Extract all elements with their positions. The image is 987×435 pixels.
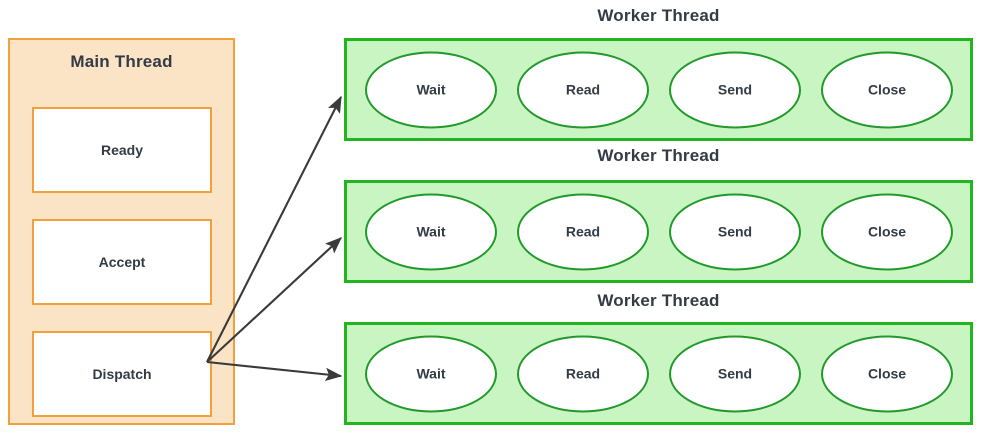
worker-stage-read[interactable]: Read [517,335,649,412]
stage-label: Wait [416,365,446,382]
stage-label: Read [565,81,601,98]
main-thread-state-accept[interactable]: Accept [32,219,212,305]
state-label: Accept [98,254,146,270]
worker-thread-container-1: Wait Read Send Close [344,38,973,141]
stage-label: Wait [416,223,446,240]
state-label: Dispatch [92,366,152,382]
worker-stage-close[interactable]: Close [821,335,953,412]
main-thread-state-ready[interactable]: Ready [32,107,212,193]
stage-label: Send [717,365,753,382]
main-thread-title: Main Thread [70,52,173,71]
worker-stage-close[interactable]: Close [821,193,953,270]
stage-label: Close [867,223,907,240]
worker-stage-wait[interactable]: Wait [365,193,497,270]
worker-stage-send[interactable]: Send [669,335,801,412]
stage-label: Read [565,365,601,382]
stage-label: Send [717,223,753,240]
worker-thread-container-2: Wait Read Send Close [344,180,973,283]
stage-label: Send [717,81,753,98]
worker-stage-wait[interactable]: Wait [365,335,497,412]
stage-label: Wait [416,81,446,98]
main-thread-container: Main Thread Ready Accept Dispatch [8,38,235,425]
stage-label: Close [867,365,907,382]
worker-stage-close[interactable]: Close [821,51,953,128]
worker-thread-title-3: Worker Thread [597,291,720,310]
main-thread-state-dispatch[interactable]: Dispatch [32,331,212,417]
worker-stage-read[interactable]: Read [517,51,649,128]
worker-stage-read[interactable]: Read [517,193,649,270]
worker-stage-send[interactable]: Send [669,51,801,128]
worker-thread-title-1: Worker Thread [597,6,720,25]
stage-label: Read [565,223,601,240]
state-label: Ready [100,142,144,158]
worker-thread-container-3: Wait Read Send Close [344,322,973,425]
worker-thread-title-2: Worker Thread [597,146,720,165]
worker-stage-wait[interactable]: Wait [365,51,497,128]
stage-label: Close [867,81,907,98]
worker-stage-send[interactable]: Send [669,193,801,270]
